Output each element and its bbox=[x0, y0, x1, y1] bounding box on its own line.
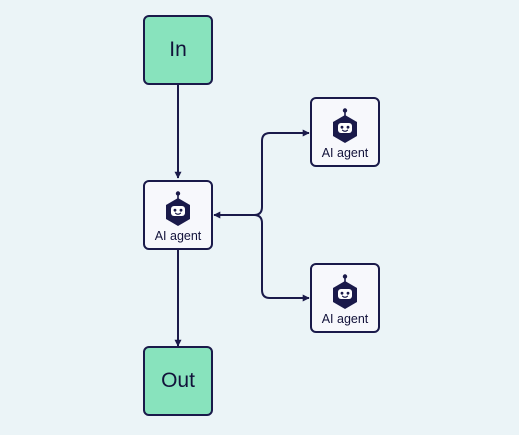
robot-icon bbox=[333, 273, 357, 309]
output-node-label: Out bbox=[161, 369, 195, 392]
output-node: Out bbox=[143, 346, 213, 416]
input-node-label: In bbox=[169, 38, 187, 61]
edge-agent-to-worker-bottom bbox=[253, 214, 310, 302]
worker-agent-top-node: AI agent bbox=[310, 97, 380, 167]
worker-agent-bottom-label: AI agent bbox=[321, 311, 369, 326]
orchestrator-agent-label: AI agent bbox=[154, 228, 202, 243]
robot-icon bbox=[333, 107, 357, 143]
edge-agent-to-worker-top bbox=[253, 129, 310, 216]
worker-agent-top-label: AI agent bbox=[321, 145, 369, 160]
worker-agent-bottom-node: AI agent bbox=[310, 263, 380, 333]
robot-icon bbox=[166, 190, 190, 226]
input-node: In bbox=[143, 15, 213, 85]
orchestrator-agent-node: AI agent bbox=[143, 180, 213, 250]
